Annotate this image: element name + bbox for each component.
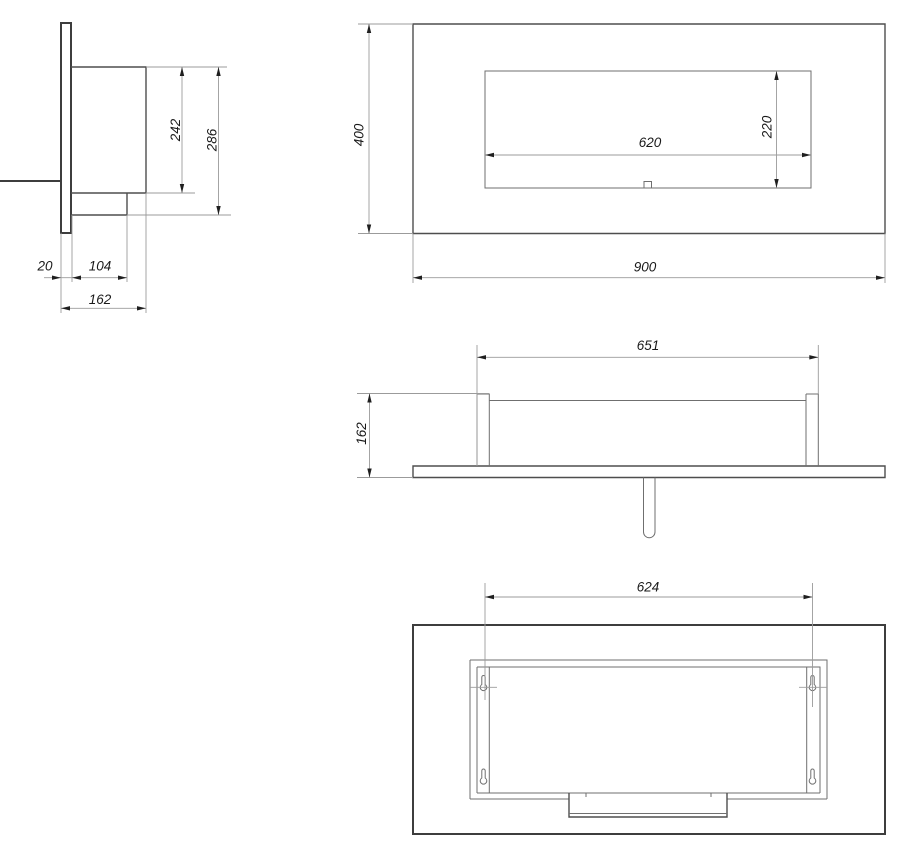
arrowhead bbox=[72, 275, 81, 280]
arrowhead bbox=[137, 306, 146, 311]
arrowhead bbox=[803, 594, 813, 600]
arrowhead bbox=[802, 152, 811, 158]
side-wall-and-front-panel-outline bbox=[0, 22, 72, 234]
arrowhead bbox=[477, 355, 486, 360]
front-dim-height-label: 400 bbox=[352, 123, 367, 146]
side-dim-inner-height-label: 242 bbox=[168, 118, 183, 142]
front-dim-opening-width-label: 620 bbox=[639, 135, 662, 150]
front-opening-outline bbox=[484, 70, 812, 189]
arrowhead bbox=[774, 71, 779, 80]
section-extension-lines bbox=[357, 345, 819, 478]
section-view: 651 162 bbox=[354, 338, 886, 539]
section-dimension-lines bbox=[369, 356, 819, 478]
arrowhead bbox=[413, 275, 422, 280]
arrowhead bbox=[485, 152, 494, 158]
front-dim-opening-height-label: 220 bbox=[760, 115, 775, 139]
arrowhead bbox=[809, 355, 819, 360]
arrowhead bbox=[485, 594, 494, 600]
arrowhead bbox=[118, 275, 127, 280]
arrowhead bbox=[179, 67, 185, 76]
arrowhead bbox=[366, 224, 372, 234]
side-dim-front-lip-label: 20 bbox=[36, 259, 53, 274]
front-extension-lines bbox=[358, 23, 886, 283]
side-dimension-lines bbox=[44, 67, 219, 309]
arrowhead bbox=[367, 468, 372, 478]
arrowhead bbox=[367, 393, 372, 403]
section-dim-depth-label: 162 bbox=[354, 422, 369, 445]
arrowhead bbox=[179, 184, 185, 193]
arrowhead bbox=[52, 275, 61, 280]
section-base-plate-outline bbox=[412, 465, 886, 479]
rear-extension-lines bbox=[484, 583, 813, 707]
keyhole-slot-top-left bbox=[479, 675, 488, 692]
arrowhead bbox=[61, 306, 70, 311]
side-extension-lines bbox=[60, 66, 231, 313]
front-view: 400 620 220 900 bbox=[352, 23, 886, 283]
front-panel-outline bbox=[412, 23, 886, 235]
section-dim-inner-width-label: 651 bbox=[637, 338, 660, 353]
front-dimension-lines bbox=[368, 24, 885, 279]
rear-box-and-bracket-outline bbox=[469, 659, 828, 800]
side-dim-overall-depth-label: 162 bbox=[89, 292, 112, 307]
rear-view: 624 bbox=[412, 580, 886, 835]
arrowhead bbox=[216, 206, 221, 215]
keyhole-slot-bottom-left bbox=[479, 768, 488, 785]
arrowhead bbox=[774, 179, 779, 188]
keyhole-slot-bottom-right bbox=[808, 768, 817, 785]
side-view: 242 286 20 104 162 bbox=[0, 22, 231, 313]
rear-dim-mount-spacing-label: 624 bbox=[637, 580, 660, 595]
side-dim-inner-depth-label: 104 bbox=[89, 259, 112, 274]
arrowhead bbox=[366, 24, 372, 33]
arrowhead bbox=[216, 67, 221, 76]
arrowhead bbox=[876, 275, 885, 280]
side-body-and-step-outline bbox=[71, 66, 147, 216]
side-dim-overall-height-label: 286 bbox=[205, 128, 220, 152]
rear-panel-outline bbox=[412, 624, 886, 835]
front-dim-overall-width-label: 900 bbox=[634, 260, 657, 275]
rear-tray-outline bbox=[568, 793, 728, 818]
